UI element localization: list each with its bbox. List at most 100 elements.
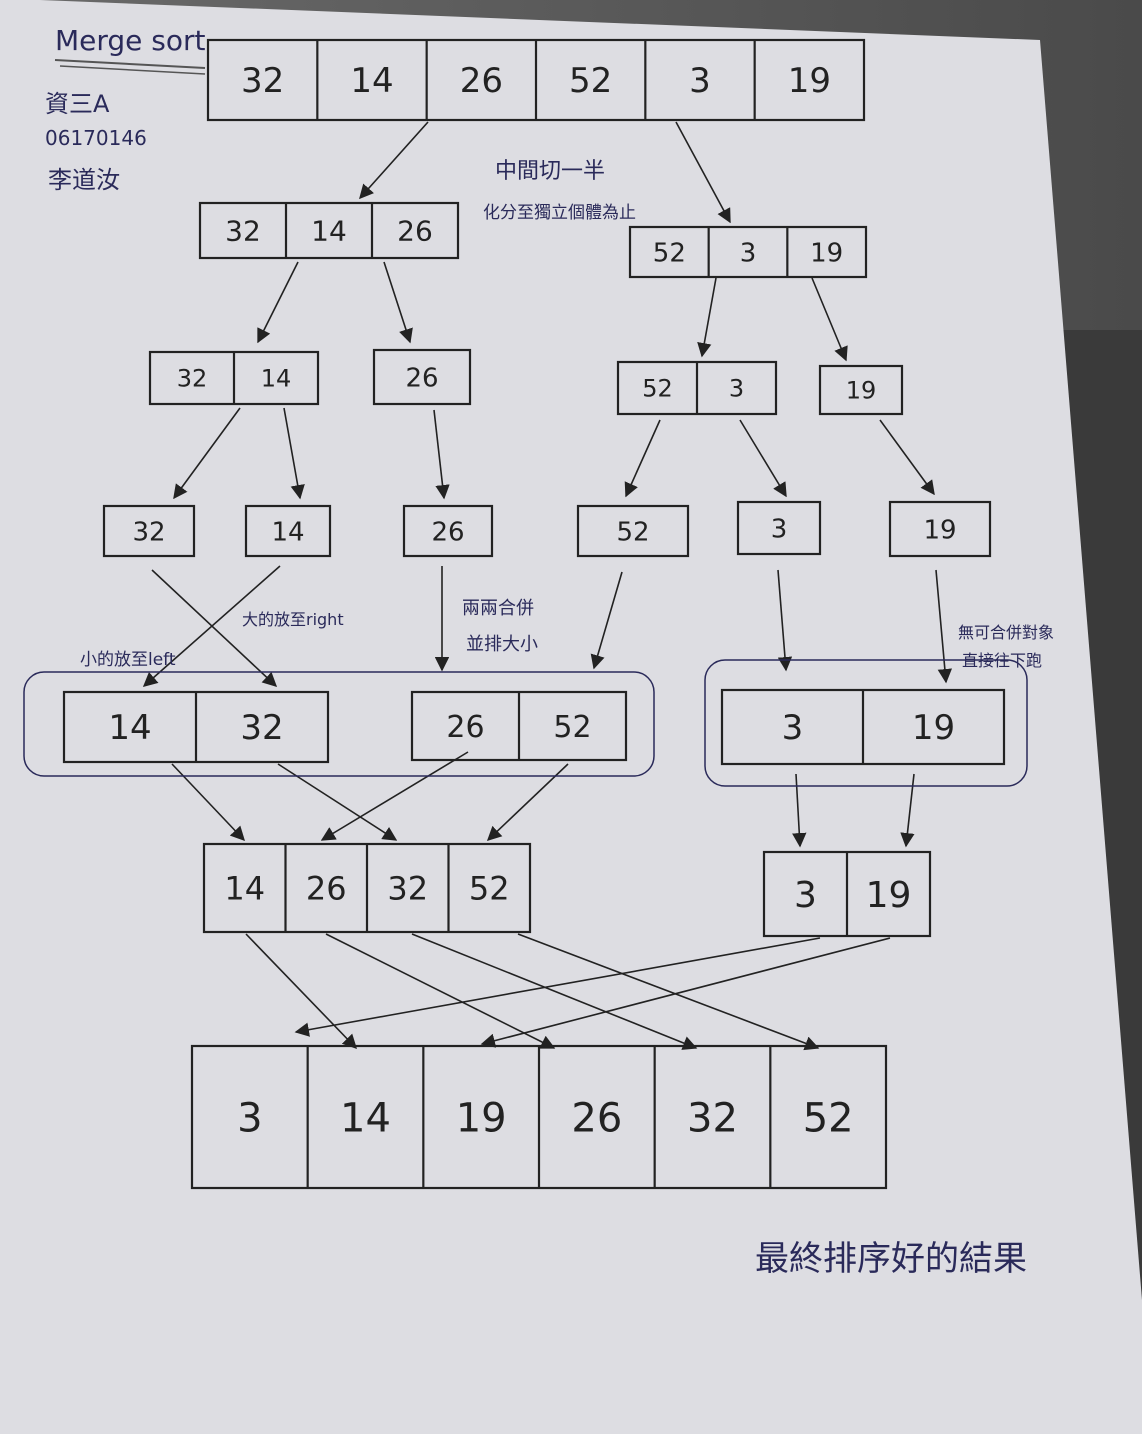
note-split-1: 中間切一半 (495, 159, 605, 184)
box-merge1-c-cell: 3 (782, 708, 804, 748)
box-level3-0-frame (102, 504, 196, 558)
box-level1-left-cell: 32 (225, 215, 261, 248)
note-result: 最終排序好的結果 (755, 1239, 1027, 1279)
arrow-15 (590, 571, 623, 670)
title-text: Merge sort (55, 24, 206, 57)
arrows-group (142, 121, 953, 1051)
box-level3-5-cell: 19 (923, 515, 956, 545)
arrow-16 (777, 569, 793, 672)
box-merge1-b-cell: 26 (446, 710, 484, 745)
box-level3-0: 32 (102, 504, 196, 558)
arrow-11 (879, 419, 935, 496)
box-level2-a: 32 14 (148, 350, 320, 406)
arrow-29 (480, 937, 891, 1048)
box-level0-cell: 26 (460, 61, 503, 101)
student-id-text: 06170146 (45, 126, 147, 150)
box-level3-4-cell: 3 (771, 514, 788, 544)
arrow-22 (792, 773, 807, 848)
box-merge1-b-cell: 52 (553, 710, 591, 745)
box-final-cell: 19 (456, 1095, 507, 1141)
title-underline (54, 59, 206, 69)
class-text: 資三A (45, 90, 110, 118)
box-level3-4-frame (736, 500, 822, 556)
box-merge1-b: 26 52 (410, 690, 628, 762)
box-level3-3-frame (576, 504, 690, 558)
box-merge2-right: 3 19 (762, 850, 932, 938)
box-level2-b-frame (372, 348, 472, 406)
box-level3-5: 19 (888, 500, 992, 558)
box-level1-left: 32 14 26 (198, 201, 460, 260)
box-level1-left-cell: 14 (311, 215, 347, 248)
box-level2-a-cell: 14 (261, 365, 292, 393)
box-merge2-left: 14 26 32 52 (202, 842, 532, 934)
box-level3-1-cell: 14 (271, 517, 304, 547)
box-level1-right-frame (628, 225, 868, 279)
arrow-0 (359, 121, 429, 200)
box-level3-1-frame (244, 504, 332, 558)
box-level2-c-cell: 3 (729, 375, 744, 403)
box-merge2-left-cell: 32 (387, 870, 428, 908)
box-final-cell: 32 (687, 1095, 738, 1141)
arrow-17 (935, 569, 953, 684)
box-level3-3-cell: 52 (616, 517, 649, 547)
box-final-cell: 3 (237, 1095, 262, 1141)
box-level3-4: 3 (736, 500, 822, 556)
arrow-10 (739, 419, 787, 498)
box-level2-b-cell: 26 (405, 363, 438, 393)
box-level1-left-cell: 26 (397, 215, 433, 248)
box-final-cell: 14 (340, 1095, 391, 1141)
box-final-cell: 52 (803, 1095, 854, 1141)
box-merge2-left-cell: 26 (306, 870, 347, 908)
arrow-2 (257, 261, 299, 344)
box-merge2-left-cell: 14 (224, 870, 265, 908)
note-split-2: 化分至獨立個體為止 (483, 203, 636, 223)
arrow-13 (142, 565, 281, 687)
box-level2-d-cell: 19 (846, 377, 877, 405)
box-final: 3 14 19 26 32 52 (190, 1044, 888, 1190)
box-level3-2-cell: 26 (431, 517, 464, 547)
arrow-6 (173, 407, 241, 500)
arrow-4 (697, 277, 717, 358)
arrow-20 (320, 751, 469, 841)
box-merge2-right-cell: 3 (794, 875, 817, 916)
note-right: 大的放至right (242, 610, 344, 629)
arrow-25 (325, 933, 556, 1049)
student-name-text: 李道汝 (48, 166, 120, 194)
box-level3-0-cell: 32 (132, 517, 165, 547)
note-left: 小的放至left (80, 650, 176, 670)
box-level2-b: 26 (372, 348, 472, 406)
box-level2-a-cell: 32 (177, 365, 208, 393)
note-merge-1: 兩兩合併 (462, 598, 534, 619)
box-level3-3: 52 (576, 504, 690, 558)
arrow-28 (294, 937, 821, 1037)
box-level1-right-cell: 3 (740, 238, 757, 268)
arrow-5 (811, 277, 848, 362)
arrow-3 (383, 261, 413, 344)
box-level0-cell: 32 (241, 61, 284, 101)
box-level1-right-cell: 52 (653, 238, 686, 268)
arrow-8 (433, 409, 450, 500)
note-carry-1: 無可合併對象 (958, 623, 1054, 642)
merge-group-outline-left (23, 671, 655, 777)
box-level2-c-cell: 52 (642, 375, 673, 403)
box-merge2-right-cell: 19 (866, 875, 912, 916)
arrow-23 (900, 773, 915, 848)
box-final-cell: 26 (571, 1095, 622, 1141)
box-level2-d-frame (818, 364, 904, 416)
box-merge1-a-cell: 32 (240, 708, 283, 748)
box-level3-1: 14 (244, 504, 332, 558)
box-level0-cell: 3 (689, 61, 711, 101)
box-level0-cell: 19 (788, 61, 831, 101)
title-underline-2 (59, 65, 206, 75)
box-level3-2: 26 (402, 504, 494, 558)
note-carry-2: 直接往下跑 (962, 651, 1042, 670)
box-level3-5-frame (888, 500, 992, 558)
box-merge2-left-cell: 52 (469, 870, 510, 908)
